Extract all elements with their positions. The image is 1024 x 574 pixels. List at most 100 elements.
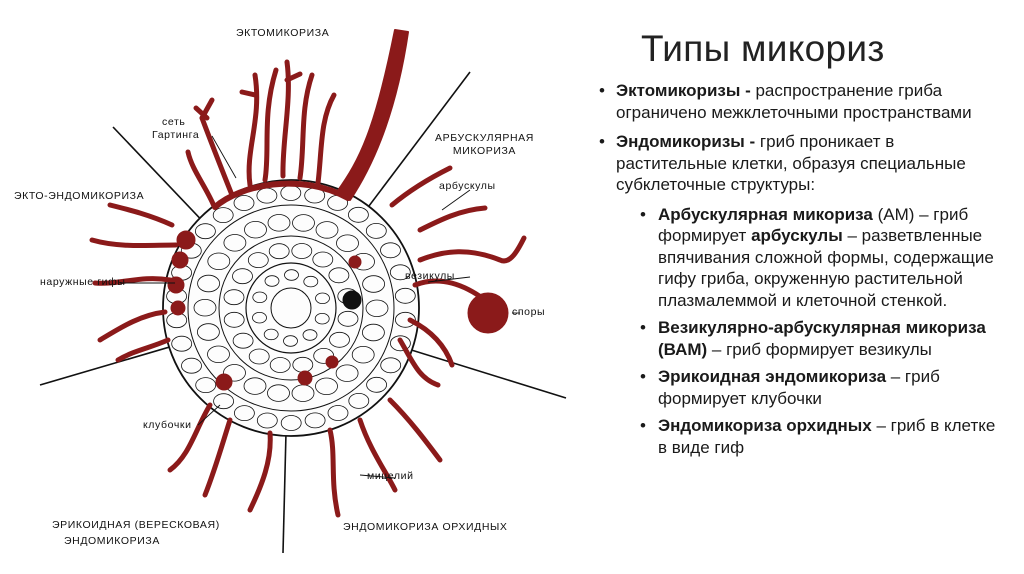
label-coils: клубочки	[143, 419, 192, 431]
root-cell	[195, 377, 217, 394]
root-cell	[348, 392, 370, 409]
spore-cluster	[467, 292, 509, 334]
root-cell	[267, 214, 291, 232]
subbullet-text-rest: – разветвленные впячивания сложной формы…	[658, 226, 994, 310]
root-cell	[223, 289, 245, 306]
subbullet-ericoid: Эрикоидная эндомикориза – гриб формирует…	[595, 366, 1007, 409]
root-cell	[181, 357, 202, 374]
label-arbuscular-line2: МИКОРИЗА	[452, 145, 517, 157]
root-cross-section	[162, 179, 420, 437]
subbullet-term: Эрикоидная эндомикориза	[658, 367, 887, 386]
root-cell	[207, 345, 230, 364]
label-mycelium: мицелий	[367, 470, 414, 482]
label-ericoid-line1: ЭРИКОИДНАЯ (ВЕРЕСКОВАЯ)	[52, 519, 220, 531]
bullet-text: гриб проникает в растительные клетки, об…	[616, 132, 966, 194]
root-cell	[284, 269, 299, 281]
root-cell	[197, 274, 221, 293]
root-cell	[267, 384, 290, 402]
root-cell	[171, 335, 193, 352]
bullet-text: распространение гриба ограничено межклет…	[616, 81, 972, 122]
root-cell	[315, 377, 338, 396]
subbullet-term: Эндомикориза орхидных	[658, 416, 872, 435]
subbullet-vesicular-arbuscular: Везикулярно-арбускулярная микориза (ВАМ)…	[595, 317, 1007, 360]
subbullet-term-arbuscules: арбускулы	[751, 226, 843, 245]
root-cell	[315, 292, 330, 305]
root-cell	[244, 220, 267, 239]
root-cell	[280, 415, 302, 431]
root-cell	[312, 251, 334, 268]
root-cell	[328, 267, 350, 284]
label-arbuscules: арбускулы	[439, 180, 496, 192]
bullet-term: Эндомикоризы -	[616, 132, 756, 151]
bullet-list: Эктомикоризы - распространение гриба огр…	[595, 80, 1007, 464]
subbullet-term: Везикулярно-арбускулярная микориза (ВАМ)	[658, 318, 986, 359]
root-cell	[193, 299, 217, 317]
root-cell	[351, 346, 375, 364]
bullet-endomycorrhiza: Эндомикоризы - гриб проникает в растител…	[595, 131, 1007, 196]
root-cell	[365, 222, 387, 239]
root-cell	[212, 207, 234, 224]
root-cell	[380, 357, 402, 374]
root-cell	[394, 311, 416, 328]
root-cell	[336, 234, 359, 252]
label-ectomycorrhiza: ЭКТОМИКОРИЗА	[236, 27, 330, 39]
root-cell	[263, 328, 279, 341]
root-cell	[194, 223, 216, 240]
label-ecto-endomycorrhiza: ЭКТО-ЭНДОМИКОРИЗА	[14, 190, 145, 202]
subbullet-text: – гриб в клетке в виде гиф	[658, 416, 996, 457]
root-cell	[223, 311, 245, 328]
subbullet-text: – гриб формирует везикулы	[707, 339, 932, 359]
root-cell	[243, 377, 267, 395]
label-arbuscular-mycorrhiza: АРБУСКУЛЯРНАЯ МИКОРИЗА	[435, 132, 534, 158]
root-cell	[232, 332, 254, 349]
root-cell	[315, 221, 339, 239]
root-cell	[335, 364, 359, 382]
label-hartig-line1: сеть	[162, 116, 186, 128]
label-hartig-line2: Гартинга	[152, 129, 200, 141]
root-cell	[233, 405, 255, 422]
root-cell	[347, 206, 369, 223]
root-cell	[362, 275, 386, 293]
root-cell	[248, 348, 270, 365]
label-vesicles: везикулы	[405, 270, 455, 282]
label-orchid-endomycorrhiza: ЭНДОМИКОРИЗА ОРХИДНЫХ	[343, 521, 508, 533]
subbullet-term: Арбускулярная микориза	[658, 204, 873, 224]
root-cell	[394, 287, 416, 304]
label-pointers	[120, 135, 520, 479]
label-spores: споры	[512, 306, 546, 318]
subbullet-arbuscular: Арбускулярная микориза (АМ) – гриб форми…	[595, 204, 1007, 312]
root-cell	[303, 275, 319, 288]
label-ericoid-line2: ЭНДОМИКОРИЗА	[64, 535, 160, 547]
subbullet-orchid: Эндомикориза орхидных – гриб в клетке в …	[595, 415, 1007, 458]
root-cell	[361, 323, 385, 342]
root-cell	[223, 234, 247, 252]
root-cell	[247, 252, 269, 269]
root-cell	[207, 252, 231, 270]
root-cell	[269, 357, 291, 373]
slide-title: Типы микориз	[641, 28, 885, 69]
root-cell	[337, 310, 359, 327]
root-cell	[268, 243, 290, 260]
bullet-term: Эктомикоризы -	[616, 81, 751, 100]
root-cell	[389, 264, 411, 281]
root-cell	[283, 335, 298, 347]
root-cell	[291, 243, 313, 259]
root-cell	[366, 376, 388, 393]
label-arbuscular-line1: АРБУСКУЛЯРНАЯ	[435, 132, 534, 144]
subbullet-text: (АМ) – гриб формирует	[658, 204, 969, 246]
root-cell	[329, 331, 350, 348]
root-cell	[232, 268, 253, 285]
subbullet-text: – гриб формирует клубочки	[658, 367, 940, 408]
root-cell	[252, 291, 268, 304]
fungal-cells	[167, 230, 509, 391]
root-cell	[304, 412, 326, 429]
root-cell	[292, 214, 315, 232]
fungal-hyphae	[89, 29, 527, 518]
root-cell	[389, 335, 411, 352]
label-hartig-net: сеть Гартинга	[152, 116, 199, 142]
label-outer-hyphae: наружные гифы	[40, 276, 126, 288]
root-cell	[233, 195, 255, 211]
root-cell	[252, 312, 267, 324]
label-ericoid-endomycorrhiza: ЭРИКОИДНАЯ (ВЕРЕСКОВАЯ) ЭНДОМИКОРИЗА	[52, 519, 220, 548]
root-cell	[196, 323, 220, 341]
